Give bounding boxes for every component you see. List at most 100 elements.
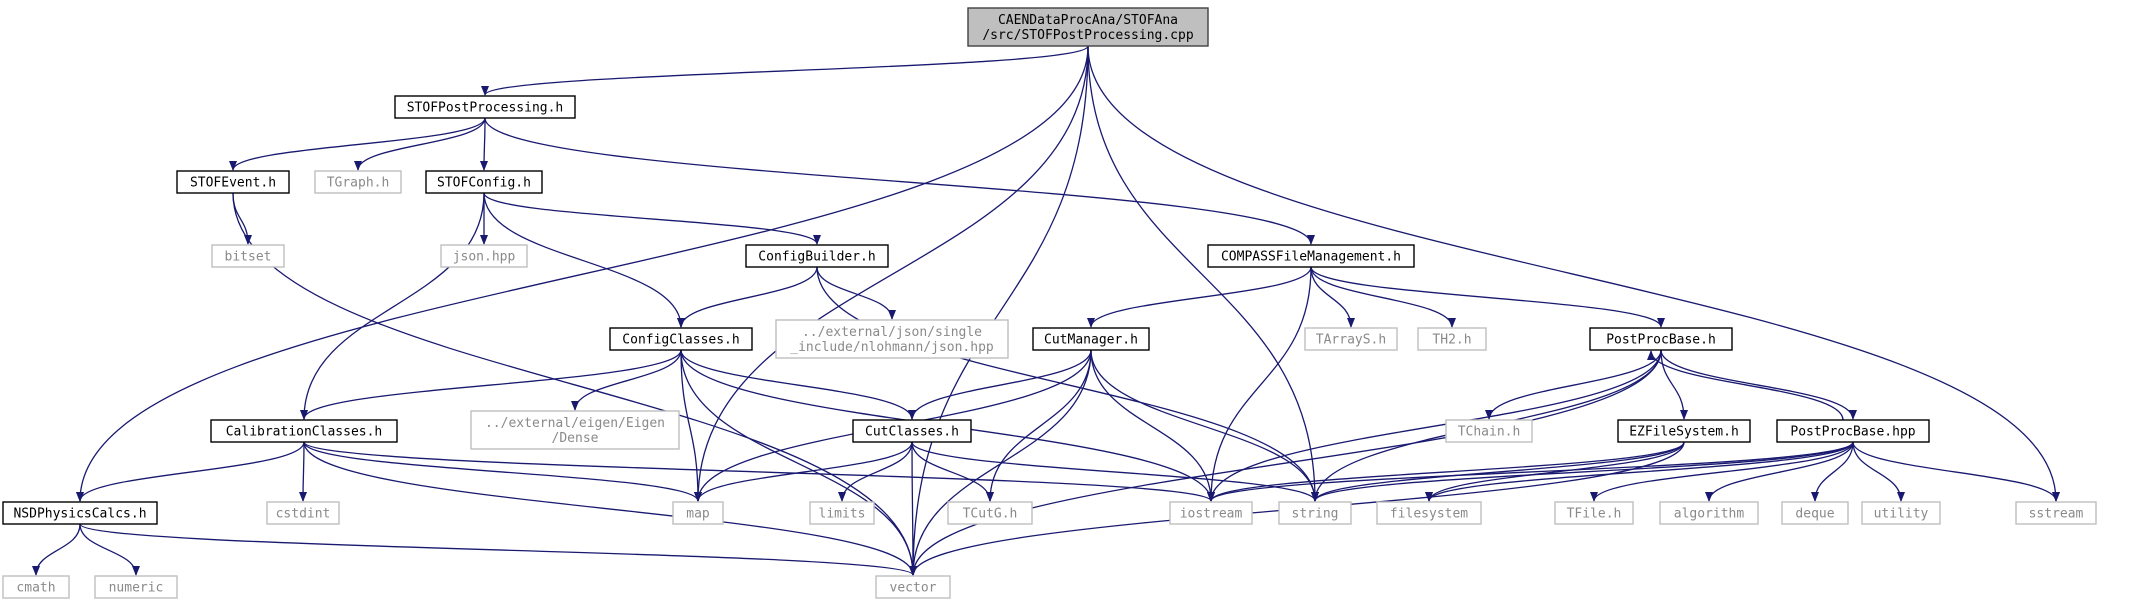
node-bitset[interactable]: bitset	[211, 244, 285, 268]
node-box-json_hpp	[440, 244, 528, 268]
node-label-iostream-0: iostream	[1180, 507, 1243, 522]
edge-compass_h-to-th2_h	[1310, 266, 1456, 328]
node-label-compass_h-0: COMPASSFileManagement.h	[1221, 250, 1401, 265]
node-nsdphysics_h[interactable]: NSDPhysicsCalcs.h	[2, 501, 158, 525]
node-stofpp_h[interactable]: STOFPostProcessing.h	[394, 95, 576, 119]
node-json_hpp[interactable]: json.hpp	[440, 244, 528, 268]
node-box-eigen_dense	[470, 410, 680, 450]
node-nlohmann_json[interactable]: ../external/json/single_include/nlohmann…	[775, 319, 1009, 359]
node-postprocbase_h[interactable]: PostProcBase.h	[1589, 327, 1733, 351]
node-algorithm[interactable]: algorithm	[1659, 501, 1759, 525]
edge-calibration_h-to-nsdphysics_h	[76, 441, 305, 502]
node-utility[interactable]: utility	[1861, 501, 1941, 525]
node-cutclasses_h[interactable]: CutClasses.h	[852, 419, 972, 443]
node-label-tarrays_h-0: TArrayS.h	[1316, 333, 1386, 348]
node-label-cutmanager_h-0: CutManager.h	[1044, 333, 1138, 348]
node-label-postprocbase_h-0: PostProcBase.h	[1606, 333, 1716, 348]
node-iostream[interactable]: iostream	[1169, 501, 1253, 525]
edge-configclasses_h-to-calibration_h	[300, 349, 682, 420]
node-box-stofevent_h	[176, 170, 290, 194]
node-compass_h[interactable]: COMPASSFileManagement.h	[1207, 244, 1415, 268]
edge-postprocbase_hpp-to-filesystem	[1425, 441, 1854, 502]
node-box-string	[1278, 501, 1352, 525]
node-root[interactable]: CAENDataProcAna/STOFAna/src/STOFPostProc…	[967, 7, 1209, 47]
node-label-stofpp_h-0: STOFPostProcessing.h	[407, 101, 564, 116]
node-label-calibration_h-0: CalibrationClasses.h	[226, 425, 383, 440]
node-cmath[interactable]: cmath	[2, 575, 70, 599]
node-box-deque	[1781, 501, 1849, 525]
node-calibration_h[interactable]: CalibrationClasses.h	[210, 419, 398, 443]
node-vector[interactable]: vector	[875, 575, 951, 599]
node-box-filesystem	[1376, 501, 1482, 525]
edge-postprocbase_hpp-to-deque	[1811, 441, 1854, 502]
node-label-deque-0: deque	[1795, 507, 1834, 522]
edge-cutclasses_h-to-string	[911, 441, 1319, 502]
edge-configbuilder_h-to-string	[816, 266, 1319, 502]
edge-stofpp_h-to-stofconfig_h	[480, 117, 489, 171]
node-label-nlohmann_json-0: ../external/json/single	[802, 325, 982, 340]
node-map[interactable]: map	[672, 501, 724, 525]
edge-postprocbase_h-to-postprocbase_hpp	[1660, 349, 1857, 420]
node-tgraph_h[interactable]: TGraph.h	[314, 170, 402, 194]
node-ezfilesystem_h[interactable]: EZFileSystem.h	[1617, 419, 1751, 443]
edge-stofpp_h-to-compass_h	[484, 117, 1315, 245]
node-box-postprocbase_hpp	[1776, 419, 1930, 443]
nodes-layer: CAENDataProcAna/STOFAna/src/STOFPostProc…	[2, 7, 2097, 599]
node-stofevent_h[interactable]: STOFEvent.h	[176, 170, 290, 194]
node-box-utility	[1861, 501, 1941, 525]
edge-postprocbase_h-to-iostream	[1207, 349, 1662, 502]
edge-nsdphysics_h-to-cmath	[32, 523, 81, 576]
node-box-algorithm	[1659, 501, 1759, 525]
node-label-map-0: map	[686, 507, 710, 522]
node-tarrays_h[interactable]: TArrayS.h	[1304, 327, 1398, 351]
node-deque[interactable]: deque	[1781, 501, 1849, 525]
edge-postprocbase_hpp-to-string	[1311, 441, 1854, 502]
node-sstream[interactable]: sstream	[2015, 501, 2097, 525]
node-stofconfig_h[interactable]: STOFConfig.h	[425, 170, 543, 194]
edge-compass_h-to-cutmanager_h	[1087, 266, 1312, 328]
node-box-map	[672, 501, 724, 525]
node-label-utility-0: utility	[1874, 507, 1929, 522]
node-label-configbuilder_h-0: ConfigBuilder.h	[758, 250, 875, 265]
edge-configclasses_h-to-cutclasses_h	[680, 349, 916, 420]
edge-stofconfig_h-to-configclasses_h	[483, 192, 685, 328]
edge-cutmanager_h-to-cutclasses_h	[908, 349, 1092, 420]
node-label-stofconfig_h-0: STOFConfig.h	[437, 176, 531, 191]
node-label-cutclasses_h-0: CutClasses.h	[865, 425, 959, 440]
node-box-compass_h	[1207, 244, 1415, 268]
edge-postprocbase_h-to-ezfilesystem_h	[1660, 349, 1688, 420]
node-string[interactable]: string	[1278, 501, 1352, 525]
edge-postprocbase_h-to-vector	[909, 349, 1662, 576]
node-tchain_h[interactable]: TChain.h	[1445, 419, 1533, 443]
edge-configclasses_h-to-map	[680, 349, 702, 502]
node-label-limits-0: limits	[819, 507, 866, 522]
node-th2_h[interactable]: TH2.h	[1417, 327, 1487, 351]
node-filesystem[interactable]: filesystem	[1376, 501, 1482, 525]
node-label-tgraph_h-0: TGraph.h	[327, 176, 390, 191]
node-configbuilder_h[interactable]: ConfigBuilder.h	[745, 244, 889, 268]
node-cstdint[interactable]: cstdint	[266, 501, 340, 525]
edge-root-to-stofpp_h	[481, 45, 1089, 96]
edge-stofconfig_h-to-calibration_h	[300, 192, 485, 420]
node-postprocbase_hpp[interactable]: PostProcBase.hpp	[1776, 419, 1930, 443]
node-label-root-1: /src/STOFPostProcessing.cpp	[982, 28, 1193, 43]
node-tfile_h[interactable]: TFile.h	[1554, 501, 1634, 525]
node-numeric[interactable]: numeric	[94, 575, 178, 599]
edge-postprocbase_hpp-to-tfile_h	[1590, 441, 1854, 502]
node-box-root	[967, 7, 1209, 47]
node-box-sstream	[2015, 501, 2097, 525]
node-cutmanager_h[interactable]: CutManager.h	[1032, 327, 1150, 351]
node-tcutg_h[interactable]: TCutG.h	[947, 501, 1033, 525]
node-limits[interactable]: limits	[809, 501, 875, 525]
edge-cutmanager_h-to-tcutg_h	[986, 349, 1092, 502]
node-eigen_dense[interactable]: ../external/eigen/Eigen/Dense	[470, 410, 680, 450]
node-box-cstdint	[266, 501, 340, 525]
edge-postprocbase_hpp-to-algorithm	[1705, 441, 1854, 502]
node-label-tchain_h-0: TChain.h	[1458, 425, 1521, 440]
node-box-stofconfig_h	[425, 170, 543, 194]
node-label-sstream-0: sstream	[2029, 507, 2084, 522]
edge-ezfilesystem_h-to-string	[1311, 441, 1685, 502]
edge-root-to-map	[694, 45, 1089, 502]
node-configclasses_h[interactable]: ConfigClasses.h	[609, 327, 753, 351]
